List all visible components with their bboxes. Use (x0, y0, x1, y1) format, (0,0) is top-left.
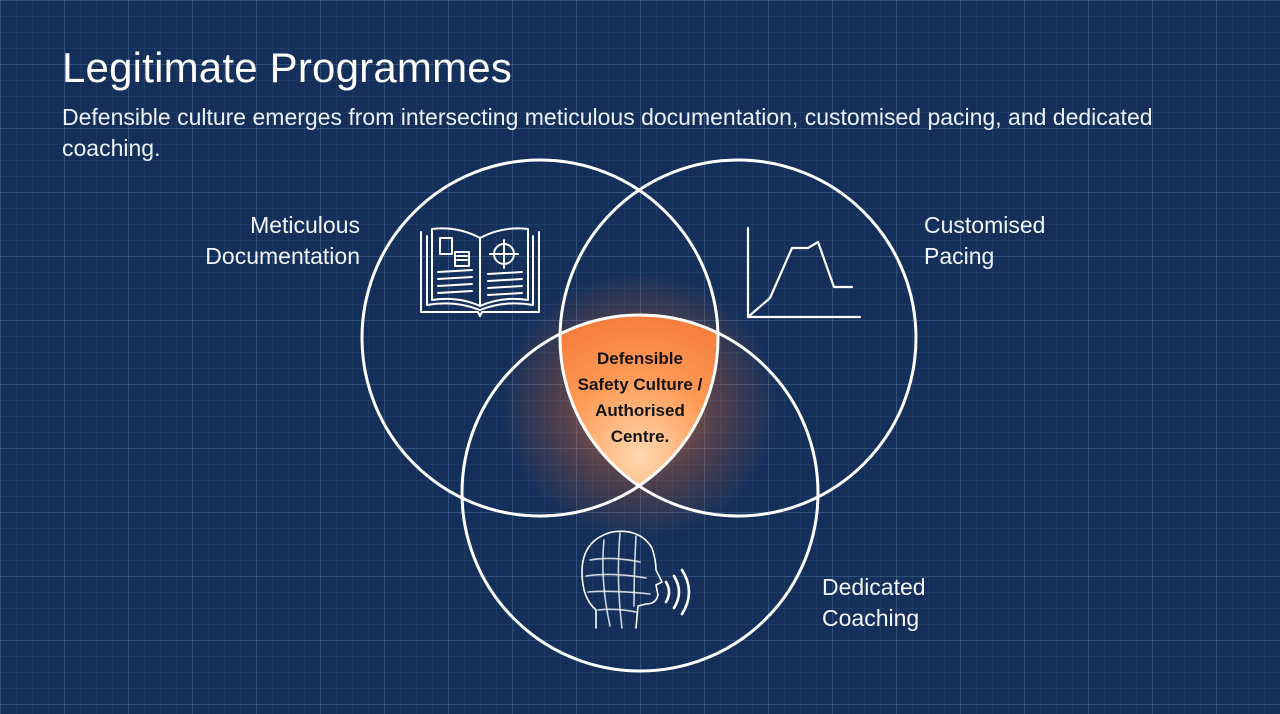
documentation-label-line2: Documentation (205, 243, 360, 269)
pacing-label: Customised Pacing (924, 210, 1124, 272)
pacing-label-line1: Customised (924, 212, 1046, 238)
center-label-line3: Authorised (595, 401, 685, 420)
center-label-line2: Safety Culture / (577, 375, 703, 394)
documentation-label-line1: Meticulous (250, 212, 360, 238)
coaching-label-line2: Coaching (822, 605, 920, 631)
documentation-circle (360, 158, 720, 518)
pacing-circle (558, 158, 918, 518)
documentation-label: Meticulous Documentation (180, 210, 360, 272)
coaching-label: Dedicated Coaching (822, 572, 1022, 634)
coaching-label-line1: Dedicated (822, 574, 926, 600)
coaching-circle (460, 313, 820, 673)
center-label: Defensible Safety Culture / Authorised C… (550, 346, 730, 450)
pacing-chart-icon (746, 226, 862, 319)
center-label-line1: Defensible (597, 349, 683, 368)
pacing-label-line2: Pacing (924, 243, 995, 269)
slide-subtitle: Defensible culture emerges from intersec… (62, 104, 1153, 161)
center-label-line4: Centre. (610, 427, 670, 446)
open-book-icon (420, 227, 540, 317)
speaking-head-icon (581, 530, 691, 629)
slide-title: Legitimate Programmes (62, 44, 513, 91)
